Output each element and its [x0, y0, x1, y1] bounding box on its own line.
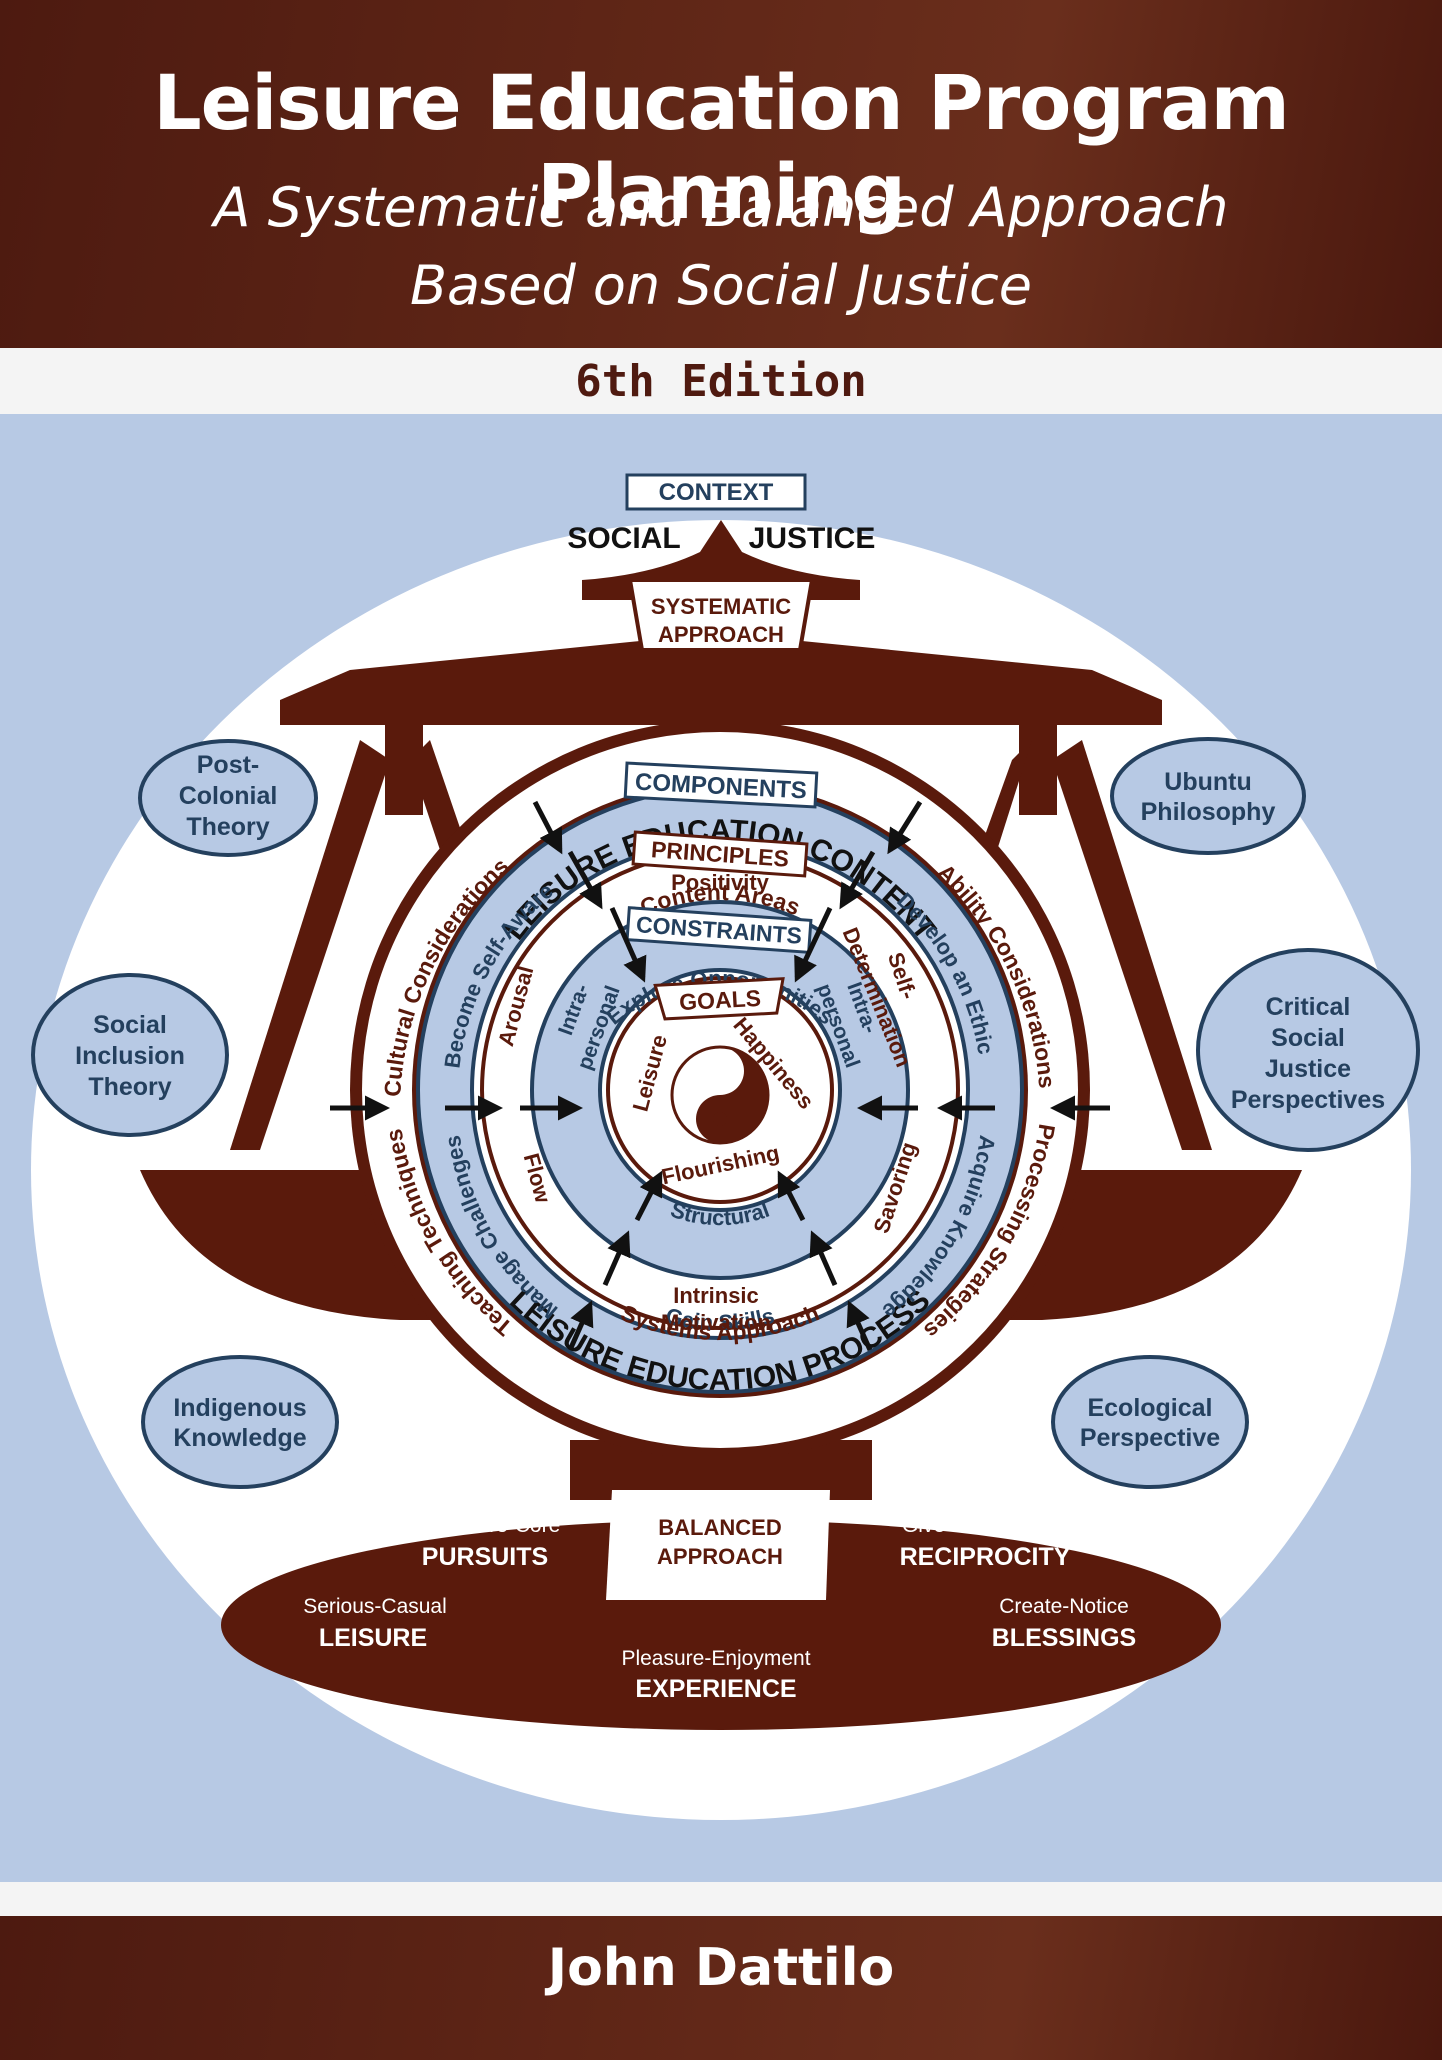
theory-critical-line-2: Social	[1271, 1024, 1345, 1052]
theory-critical-line-4: Perspectives	[1231, 1086, 1385, 1114]
theory-indigenous-line-1: Indigenous	[173, 1394, 306, 1422]
theory-critical-social-justice: Critical Social Justice Perspectives	[1196, 948, 1420, 1152]
theory-social-inclusion-line-1: Social	[93, 1011, 167, 1039]
theory-ecological-line-1: Ecological	[1087, 1394, 1212, 1422]
leisure-subtitle: Serious-Casual	[303, 1595, 447, 1618]
balanced-line-1: BALANCED	[658, 1515, 781, 1540]
intrinsic-motivation-line-2: Motivation	[661, 1310, 771, 1335]
theory-social-inclusion: Social Inclusion Theory	[31, 973, 229, 1137]
goals-box	[653, 977, 785, 1021]
footer-banner	[0, 1916, 1442, 2060]
leisure-base-label: LEISURE	[319, 1624, 427, 1652]
edition-label: 6th Edition	[575, 356, 867, 407]
social-label: SOCIAL	[567, 522, 680, 555]
book-title: Leisure Education Program Planning	[153, 58, 1290, 236]
subtitle-line-2: Based on Social Justice	[409, 254, 1032, 317]
context-label-group: CONTEXT SOCIAL JUSTICE	[567, 473, 876, 555]
systematic-line-2: APPROACH	[658, 622, 784, 647]
systematic-approach-box: SYSTEMATIC APPROACH	[627, 578, 815, 652]
components-box	[623, 761, 819, 809]
theory-ubuntu: Ubuntu Philosophy	[1110, 737, 1306, 855]
yin-yang-symbol	[670, 1045, 770, 1145]
footer-band	[0, 1882, 1442, 1916]
header-banner	[0, 0, 1442, 348]
context-label: CONTEXT	[659, 479, 774, 506]
theory-ecological-line-2: Perspective	[1080, 1424, 1220, 1452]
goals-label: GOALS	[679, 985, 762, 1015]
principles-box	[631, 830, 809, 878]
pursuits-subtitle: Repertoire-Core	[410, 1514, 561, 1537]
pursuits-label: PURSUITS	[422, 1543, 548, 1571]
reciprocity-label: RECIPROCITY	[900, 1543, 1071, 1571]
reciprocity-subtitle: Give-Receive	[902, 1514, 1028, 1537]
theory-ubuntu-line-1: Ubuntu	[1164, 768, 1251, 796]
theory-ubuntu-line-2: Philosophy	[1141, 798, 1276, 826]
experience-subtitle: Pleasure-Enjoyment	[621, 1647, 810, 1670]
theory-ecological: Ecological Perspective	[1051, 1355, 1249, 1489]
balanced-approach-box: BALANCED APPROACH	[606, 1490, 830, 1600]
constraints-box	[625, 906, 813, 954]
blessings-subtitle: Create-Notice	[999, 1595, 1129, 1618]
blessings-label: BLESSINGS	[992, 1624, 1136, 1652]
theory-post-colonial-line-2: Colonial	[179, 782, 278, 810]
theory-indigenous: Indigenous Knowledge	[141, 1355, 339, 1489]
theory-critical-line-1: Critical	[1266, 993, 1351, 1021]
flow-arrows	[330, 800, 1110, 1352]
leisure-education-diagram: SYSTEMATIC APPROACH CONTEXT SOCIAL JUSTI…	[31, 473, 1420, 1820]
theory-indigenous-line-2: Knowledge	[173, 1424, 306, 1452]
subtitle-line-1: A Systematic and Balanced Approach	[213, 176, 1229, 239]
author-name: John Dattilo	[547, 1938, 895, 1998]
theory-post-colonial: Post- Colonial Theory	[138, 739, 318, 857]
balanced-line-2: APPROACH	[657, 1544, 783, 1569]
theory-post-colonial-line-1: Post-	[197, 751, 260, 779]
theory-post-colonial-line-3: Theory	[186, 813, 269, 841]
positivity-label: Positivity	[671, 870, 770, 895]
edition-band	[0, 348, 1442, 414]
intrinsic-motivation-line-1: Intrinsic	[673, 1283, 759, 1308]
justice-label: JUSTICE	[749, 522, 876, 555]
theory-social-inclusion-line-2: Inclusion	[75, 1042, 185, 1070]
theory-social-inclusion-line-3: Theory	[88, 1073, 171, 1101]
experience-label: EXPERIENCE	[635, 1675, 796, 1703]
systematic-line-1: SYSTEMATIC	[651, 594, 791, 619]
theory-critical-line-3: Justice	[1265, 1055, 1351, 1083]
